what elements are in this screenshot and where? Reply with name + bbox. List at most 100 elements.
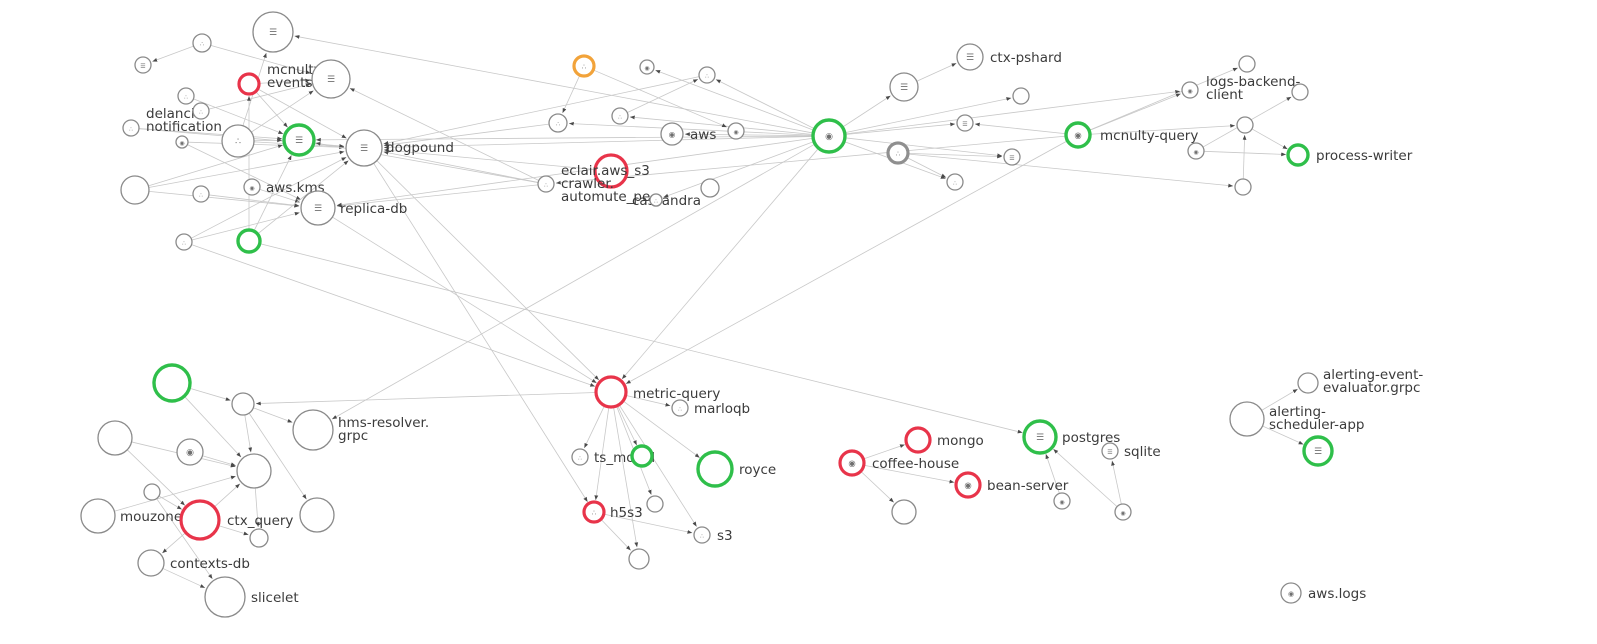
graph-node[interactable]: alerting-scheduler-app	[1229, 401, 1364, 437]
graph-node[interactable]: ∴	[177, 87, 195, 105]
graph-node[interactable]: ◉	[639, 59, 655, 75]
graph-node[interactable]: slicelet	[204, 576, 299, 618]
node-circle-ok[interactable]	[630, 444, 654, 468]
graph-node[interactable]: ☰	[1003, 148, 1021, 166]
graph-node[interactable]: contexts-db	[137, 549, 250, 577]
node-circle[interactable]	[134, 56, 152, 74]
graph-node[interactable]: ∴	[698, 66, 716, 84]
node-circle[interactable]	[122, 119, 140, 137]
graph-node[interactable]: ◉	[175, 135, 189, 149]
node-circle[interactable]	[693, 526, 711, 544]
node-circle[interactable]	[639, 59, 655, 75]
node-circle[interactable]	[891, 499, 917, 525]
node-circle-error[interactable]	[179, 499, 221, 541]
node-circle[interactable]	[176, 438, 204, 466]
node-circle[interactable]	[537, 175, 555, 193]
node-circle[interactable]	[1297, 372, 1319, 394]
node-circle[interactable]	[175, 135, 189, 149]
node-circle[interactable]	[727, 122, 745, 140]
graph-node[interactable]: ☰dogpound	[345, 129, 454, 167]
graph-node[interactable]	[236, 453, 272, 489]
graph-node[interactable]: ☰	[311, 59, 351, 99]
node-circle[interactable]	[243, 178, 261, 196]
node-circle[interactable]	[80, 498, 116, 534]
node-circle-ok[interactable]	[282, 123, 316, 157]
node-circle-error[interactable]	[954, 471, 982, 499]
node-circle[interactable]	[956, 43, 984, 71]
node-circle[interactable]	[143, 483, 161, 501]
graph-node[interactable]: ◉	[811, 118, 847, 154]
node-circle-error[interactable]	[237, 72, 261, 96]
node-circle[interactable]	[660, 122, 684, 146]
node-circle-ok[interactable]	[811, 118, 847, 154]
node-circle[interactable]	[192, 102, 210, 120]
graph-node[interactable]: ∴	[175, 233, 193, 251]
node-circle[interactable]	[292, 409, 334, 451]
graph-node[interactable]: ◉bean-server	[954, 471, 1069, 499]
graph-node[interactable]	[143, 483, 161, 501]
graph-node[interactable]: metric-query	[594, 375, 720, 409]
graph-node[interactable]: ◉logs-backend-client	[1181, 74, 1301, 103]
graph-node[interactable]: royce	[696, 450, 776, 488]
graph-node[interactable]: ∴	[649, 193, 663, 207]
graph-node[interactable]: ◉aws.logs	[1280, 582, 1366, 604]
graph-node[interactable]: ☰sqlite	[1101, 442, 1161, 460]
graph-node[interactable]: ∴	[537, 175, 555, 193]
graph-node[interactable]: ☰ctx-pshard	[956, 43, 1062, 71]
graph-node[interactable]: ☰	[282, 123, 316, 157]
graph-node[interactable]: ∴marloqb	[671, 399, 750, 417]
node-circle[interactable]	[177, 87, 195, 105]
node-circle[interactable]	[571, 448, 589, 466]
node-circle[interactable]	[956, 114, 974, 132]
node-circle[interactable]	[204, 576, 246, 618]
graph-node[interactable]: ∴	[192, 102, 210, 120]
graph-node[interactable]: alerting-event-evaluator.grpc	[1297, 367, 1423, 396]
node-circle[interactable]	[548, 113, 568, 133]
node-circle[interactable]	[1101, 442, 1119, 460]
graph-node[interactable]: ☰	[889, 72, 919, 102]
graph-node[interactable]: ☰	[956, 114, 974, 132]
graph-node[interactable]: mcnulty-events	[237, 62, 326, 96]
node-circle-error[interactable]	[838, 449, 866, 477]
node-circle[interactable]	[946, 173, 964, 191]
node-circle-dark[interactable]	[886, 141, 910, 165]
node-circle[interactable]	[192, 33, 212, 53]
graph-node[interactable]	[299, 497, 335, 533]
node-circle[interactable]	[137, 549, 165, 577]
graph-node[interactable]: mongo	[904, 426, 984, 454]
graph-node[interactable]: ctx_query	[179, 499, 293, 541]
graph-node[interactable]	[1236, 116, 1254, 134]
node-circle-ok[interactable]	[696, 450, 734, 488]
graph-node[interactable]: ∴	[946, 173, 964, 191]
graph-node[interactable]: ◉	[176, 438, 204, 466]
node-circle[interactable]	[192, 185, 210, 203]
graph-node[interactable]	[646, 495, 664, 513]
graph-node[interactable]: cassandra	[632, 193, 701, 209]
node-circle[interactable]	[1003, 148, 1021, 166]
node-circle[interactable]	[231, 392, 255, 416]
node-circle[interactable]	[628, 548, 650, 570]
node-circle-ok[interactable]	[236, 228, 262, 254]
node-circle[interactable]	[120, 175, 150, 205]
node-circle-error[interactable]	[582, 500, 606, 524]
graph-node[interactable]: ☰	[1302, 435, 1334, 467]
graph-node[interactable]	[700, 178, 720, 198]
node-circle[interactable]	[175, 233, 193, 251]
node-circle[interactable]	[646, 495, 664, 513]
node-circle[interactable]	[221, 124, 255, 158]
node-circle[interactable]	[249, 528, 269, 548]
graph-node[interactable]: ∴	[221, 124, 255, 158]
node-circle-ok[interactable]	[152, 363, 192, 403]
graph-node[interactable]	[1012, 87, 1030, 105]
graph-node[interactable]	[249, 528, 269, 548]
graph-node[interactable]: ∴	[548, 113, 568, 133]
node-circle[interactable]	[671, 399, 689, 417]
graph-node[interactable]	[231, 392, 255, 416]
node-circle[interactable]	[1053, 492, 1071, 510]
node-circle[interactable]	[1234, 178, 1252, 196]
graph-node[interactable]	[120, 175, 150, 205]
node-circle[interactable]	[611, 107, 629, 125]
node-circle-error[interactable]	[904, 426, 932, 454]
graph-node[interactable]: ☰replica-db	[300, 190, 407, 226]
